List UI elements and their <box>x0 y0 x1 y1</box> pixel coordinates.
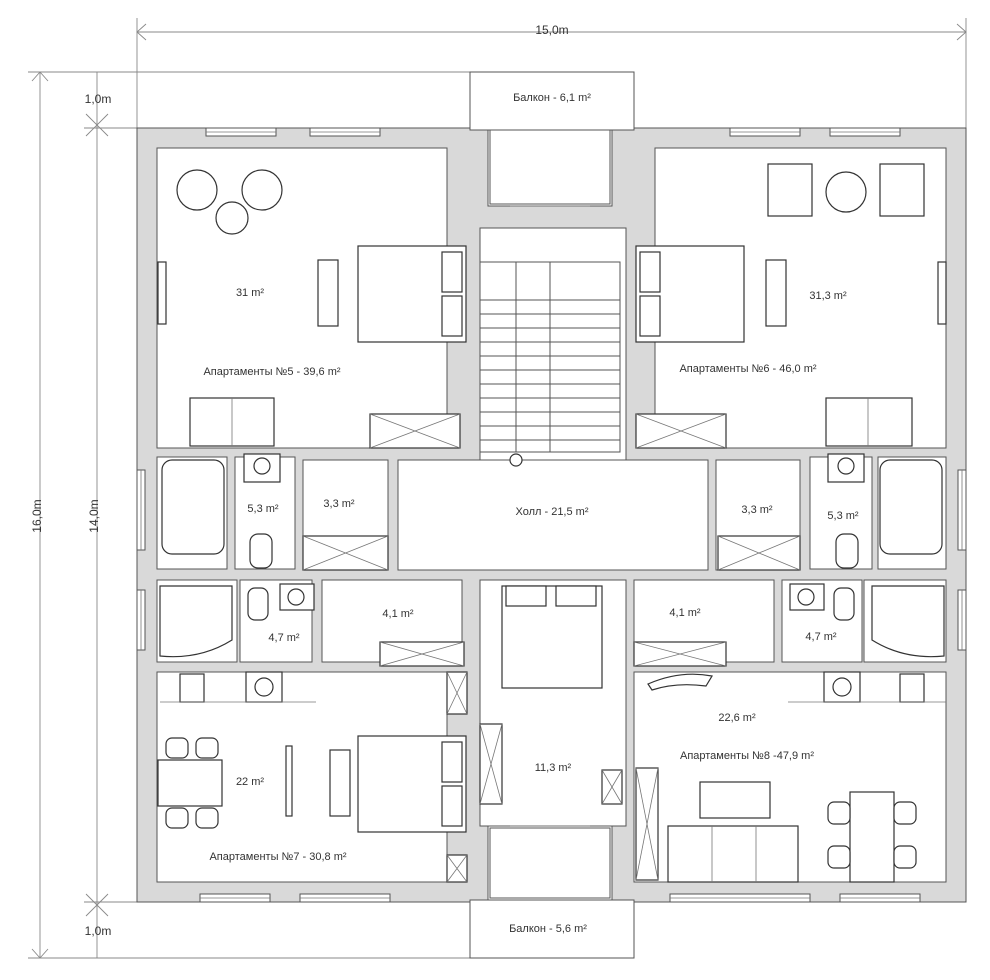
dimension-width: 15,0m <box>535 23 568 37</box>
dimension-lines <box>28 18 967 959</box>
label-balcony-bottom: Балкон - 5,6 m² <box>509 923 587 935</box>
wardrobes <box>302 413 801 883</box>
label-bath5: 5,3 m² <box>247 503 279 515</box>
label-hall: Холл - 21,5 m² <box>516 506 589 518</box>
staircase <box>479 261 621 467</box>
dining-chairs <box>165 737 917 869</box>
balcony-top <box>469 71 635 131</box>
windows <box>136 127 967 903</box>
dimension-height-total: 16,0m <box>30 499 44 532</box>
label-apt8-area: 22,6 m² <box>718 712 756 724</box>
misc-fixtures <box>157 261 947 817</box>
label-apt6-area: 31,3 m² <box>809 290 847 302</box>
dimension-balcony-top: 1,0m <box>85 92 112 106</box>
label-apt6-name: Апартаменты №6 - 46,0 m² <box>679 363 816 375</box>
label-corr5: 3,3 m² <box>323 498 355 510</box>
label-corr7: 4,1 m² <box>382 608 414 620</box>
beds <box>357 245 745 833</box>
label-apt5-area: 31 m² <box>236 287 264 299</box>
bath-fixtures <box>159 453 946 703</box>
label-apt5-name: Апартаменты №5 - 39,6 m² <box>203 366 340 378</box>
label-apt8-name: Апартаменты №8 -47,9 m² <box>680 750 814 762</box>
balcony-bottom <box>469 899 635 959</box>
label-corr6: 3,3 m² <box>741 504 773 516</box>
label-balcony-top: Балкон - 6,1 m² <box>513 92 591 104</box>
label-bath7: 4,7 m² <box>268 632 300 644</box>
dimension-balcony-bottom: 1,0m <box>85 924 112 938</box>
label-bath6: 5,3 m² <box>827 510 859 522</box>
label-corr8: 4,1 m² <box>669 607 701 619</box>
tables <box>157 259 895 883</box>
label-center-bedroom: 11,3 m² <box>535 762 572 774</box>
label-apt7-name: Апартаменты №7 - 30,8 m² <box>209 851 346 863</box>
dimension-height-inner: 14,0m <box>87 499 101 532</box>
label-bath8: 4,7 m² <box>805 631 837 643</box>
seating <box>176 163 925 883</box>
label-apt7-area: 22 m² <box>236 776 264 788</box>
